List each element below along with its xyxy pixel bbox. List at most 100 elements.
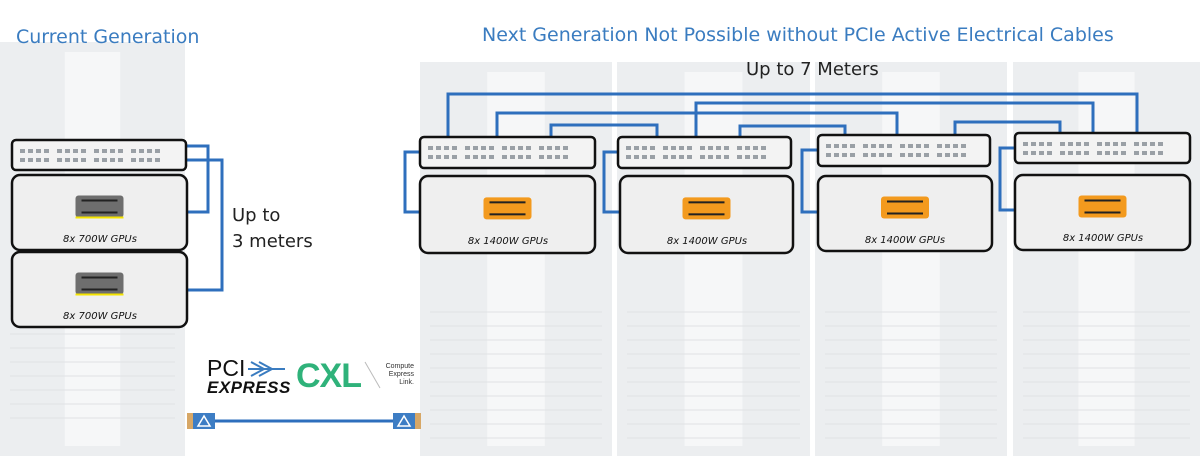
switch-port <box>700 146 705 150</box>
network-switch <box>10 138 188 172</box>
cable <box>998 146 1015 212</box>
switch-port <box>850 153 855 157</box>
cxl-sub-line: Express <box>388 371 414 378</box>
switch-port <box>650 155 655 159</box>
switch-port <box>44 158 49 162</box>
switch-port <box>1121 142 1126 146</box>
next-generation-title: Next Generation Not Possible without PCI… <box>482 24 1114 46</box>
switch-port <box>481 146 486 150</box>
cable <box>953 120 1062 135</box>
cable <box>694 101 1095 137</box>
switch-port <box>1023 151 1028 155</box>
switch-port <box>489 146 494 150</box>
switch-port <box>908 153 913 157</box>
network-switch <box>816 133 992 168</box>
next-distance-label: Up to 7 Meters <box>746 59 879 80</box>
switch-port <box>634 155 639 159</box>
switch-port <box>1113 142 1118 146</box>
switch-port <box>761 155 766 159</box>
distance-line-1: Up to <box>232 205 281 226</box>
switch-port <box>436 155 441 159</box>
switch-port <box>1142 151 1147 155</box>
switch-port <box>737 155 742 159</box>
switch-port <box>687 155 692 159</box>
switch-port <box>953 153 958 157</box>
network-switch <box>1013 131 1192 165</box>
switch-port <box>1060 151 1065 155</box>
switch-port <box>20 149 25 153</box>
switch-port <box>708 155 713 159</box>
gpu-chip-detail <box>81 211 118 214</box>
cables <box>187 92 1139 292</box>
cable <box>602 150 620 214</box>
gpu-chip-icon <box>682 197 731 220</box>
switch-port <box>842 153 847 157</box>
cxl-logo: CXL <box>296 357 362 395</box>
switch-port <box>57 149 62 153</box>
switch-port <box>81 158 86 162</box>
switch-port <box>937 153 942 157</box>
switch-port <box>1121 151 1126 155</box>
switch-port <box>834 153 839 157</box>
switch-port <box>147 149 152 153</box>
switch-port <box>879 153 884 157</box>
switch-port <box>1047 142 1052 146</box>
switch-port <box>73 149 78 153</box>
switch-port <box>842 144 847 148</box>
switch-port <box>155 158 160 162</box>
switch-port <box>1113 151 1118 155</box>
switch-port <box>687 146 692 150</box>
gpu-chip-icon <box>75 195 124 218</box>
switch-port <box>663 155 668 159</box>
active-electrical-cable-icon <box>187 413 421 429</box>
cable <box>446 92 1139 137</box>
switch-port <box>428 155 433 159</box>
switch-port <box>716 146 721 150</box>
gpu-chip-icon <box>483 197 532 220</box>
switch-port <box>700 155 705 159</box>
gpu-chip-detail <box>1084 199 1121 202</box>
switch-port <box>481 155 486 159</box>
switch-port <box>879 144 884 148</box>
switch-port <box>28 149 33 153</box>
switch-port <box>36 158 41 162</box>
switch-port <box>900 153 905 157</box>
switch-port <box>473 146 478 150</box>
switch-port <box>953 144 958 148</box>
switch-port <box>924 153 929 157</box>
switch-port <box>642 146 647 150</box>
switch-port <box>44 149 49 153</box>
switch-port <box>502 155 507 159</box>
gpu-chip-detail <box>688 201 725 204</box>
switch-port <box>1076 142 1081 146</box>
switch-port <box>908 144 913 148</box>
switch-port <box>1150 151 1155 155</box>
gpu-label: 8x 1400W GPUs <box>666 236 748 247</box>
switch-port <box>1084 142 1089 146</box>
switch-port <box>28 158 33 162</box>
switch-port <box>671 146 676 150</box>
switch-port <box>1060 142 1065 146</box>
switch-port <box>94 149 99 153</box>
switch-port <box>518 155 523 159</box>
switch-port <box>761 146 766 150</box>
switch-port <box>961 144 966 148</box>
switch-port <box>94 158 99 162</box>
gpu-label: 8x 700W GPUs <box>63 234 137 245</box>
current-generation-title: Current Generation <box>16 26 200 48</box>
gpu-chip-detail <box>887 212 923 215</box>
cxl-logo-subtitle: Compute Express Link. <box>374 363 414 387</box>
rack-panel <box>1078 72 1135 446</box>
switch-port <box>73 158 78 162</box>
switch-port <box>753 155 758 159</box>
switch-port <box>671 155 676 159</box>
pci-logo-text: PCI <box>207 355 246 381</box>
switch-port <box>510 155 515 159</box>
switch-port <box>1031 151 1036 155</box>
switch-port <box>916 153 921 157</box>
switch-port <box>555 155 560 159</box>
switch-port <box>57 158 62 162</box>
switch-port <box>863 153 868 157</box>
switch-port <box>526 146 531 150</box>
cxl-sub-line: Link. <box>399 379 414 386</box>
